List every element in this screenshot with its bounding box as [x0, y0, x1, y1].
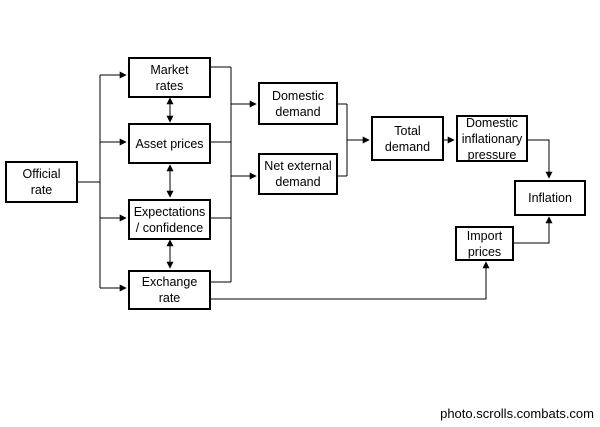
imports-to-inflation-arrow	[514, 216, 553, 244]
inflation-node: Inflation	[514, 180, 586, 216]
demand-merge	[338, 103, 370, 177]
asset-prices-node: Asset prices	[128, 123, 211, 164]
inflation-label: Inflation	[528, 191, 572, 205]
net-external-demand-node: Net external demand	[258, 153, 338, 195]
official-rate-fanout	[78, 71, 127, 292]
import-prices-node: Import prices	[455, 226, 514, 261]
total-demand-label: Total demand	[384, 123, 431, 154]
asset-prices-label: Asset prices	[135, 136, 204, 151]
market-rates-node: Market rates	[128, 57, 211, 98]
left-column-collector	[211, 66, 257, 283]
expectations-node: Expectations / confidence	[128, 199, 211, 240]
exchange-rate-label: Exchange rate	[141, 275, 198, 305]
domestic-demand-label: Domestic demand	[271, 88, 325, 119]
market-rates-label: Market rates	[150, 62, 189, 93]
pressure-to-inflation-arrow	[528, 139, 553, 179]
exchange-to-imports-arrow	[211, 261, 490, 300]
domestic-inflationary-pressure-label: Domestic inflationary pressure	[461, 115, 523, 162]
total-demand-node: Total demand	[371, 116, 444, 161]
domestic-demand-node: Domestic demand	[258, 82, 338, 125]
net-external-demand-label: Net external demand	[264, 159, 332, 189]
expectations-label: Expectations / confidence	[133, 204, 206, 235]
domestic-inflationary-pressure-node: Domestic inflationary pressure	[456, 115, 528, 162]
official-rate-label: Official rate	[22, 167, 61, 197]
exchange-rate-node: Exchange rate	[128, 270, 211, 310]
watermark-text: photo.scrolls.combats.com	[440, 406, 594, 421]
import-prices-label: Import prices	[466, 228, 503, 259]
official-rate-node: Official rate	[5, 161, 78, 203]
